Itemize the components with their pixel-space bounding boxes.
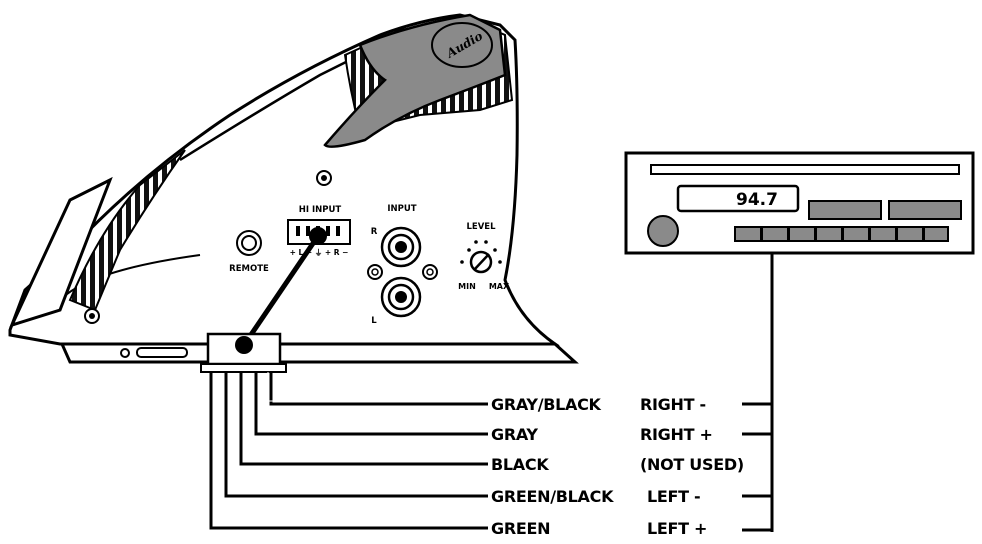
conn-label-not-used: (NOT USED)	[640, 455, 744, 474]
conn-label-right-plus: RIGHT +	[640, 425, 713, 444]
remote-label: REMOTE	[229, 264, 269, 274]
wire-label-gray-black: GRAY/BLACK	[491, 395, 602, 414]
hi-input-label: HI INPUT	[299, 205, 342, 215]
logo-badge	[431, 22, 493, 68]
left-heatsink	[68, 149, 186, 312]
input-r-label: R	[371, 227, 378, 237]
preset-button[interactable]	[761, 226, 789, 242]
wire-green-black	[224, 372, 488, 498]
wire-green	[209, 372, 488, 530]
mount-screw	[84, 308, 100, 324]
level-min-label: MIN	[458, 282, 476, 291]
wire-label-gray: GRAY	[491, 425, 538, 444]
volume-knob[interactable]	[647, 215, 679, 247]
preset-buttons	[734, 226, 949, 242]
amplifier: Audio REMOTE HI INPUT + L − ⏚ + R − INPU…	[8, 13, 579, 364]
conn-label-left-minus: LEFT -	[647, 487, 700, 506]
mount-screw	[422, 264, 438, 280]
wire-label-black: BLACK	[491, 455, 549, 474]
radio-button-wide[interactable]	[888, 200, 962, 220]
mount-screw	[316, 170, 332, 186]
preset-button[interactable]	[788, 226, 816, 242]
wire-gray	[254, 372, 488, 436]
wire-label-green-black: GREEN/BLACK	[491, 487, 614, 506]
rca-jack-right[interactable]	[380, 226, 422, 268]
preset-button[interactable]	[896, 226, 924, 242]
conn-label-right-minus: RIGHT -	[640, 395, 706, 414]
conn-label-left-plus: LEFT +	[647, 519, 707, 538]
preset-button[interactable]	[869, 226, 897, 242]
wire-label-green: GREEN	[491, 519, 550, 538]
input-l-label: L	[371, 316, 377, 326]
level-max-label: MAX	[489, 282, 510, 291]
level-label: LEVEL	[466, 222, 496, 232]
amp-ridge	[179, 58, 351, 162]
rca-jack-left[interactable]	[380, 276, 422, 318]
preset-button[interactable]	[923, 226, 949, 242]
wire-black	[239, 372, 488, 466]
preset-button[interactable]	[815, 226, 843, 242]
radio-button-wide[interactable]	[808, 200, 882, 220]
frequency-display-box	[676, 184, 800, 213]
mount-screw	[367, 264, 383, 280]
frequency-display: 94.7	[736, 190, 778, 210]
head-unit: 94.7	[624, 151, 975, 255]
level-knob[interactable]	[460, 240, 502, 274]
preset-button[interactable]	[734, 226, 762, 242]
remote-jack[interactable]	[236, 230, 262, 256]
cd-slot	[650, 164, 960, 175]
preset-button[interactable]	[842, 226, 870, 242]
harness-connector	[200, 227, 327, 373]
harness-cable	[241, 234, 321, 347]
input-label: INPUT	[387, 204, 416, 214]
radio-side-wires	[742, 254, 774, 532]
wire-runs	[209, 372, 488, 530]
hi-input-polarity: + L − ⏚ + R −	[290, 248, 349, 257]
wire-gray-black	[269, 372, 488, 406]
